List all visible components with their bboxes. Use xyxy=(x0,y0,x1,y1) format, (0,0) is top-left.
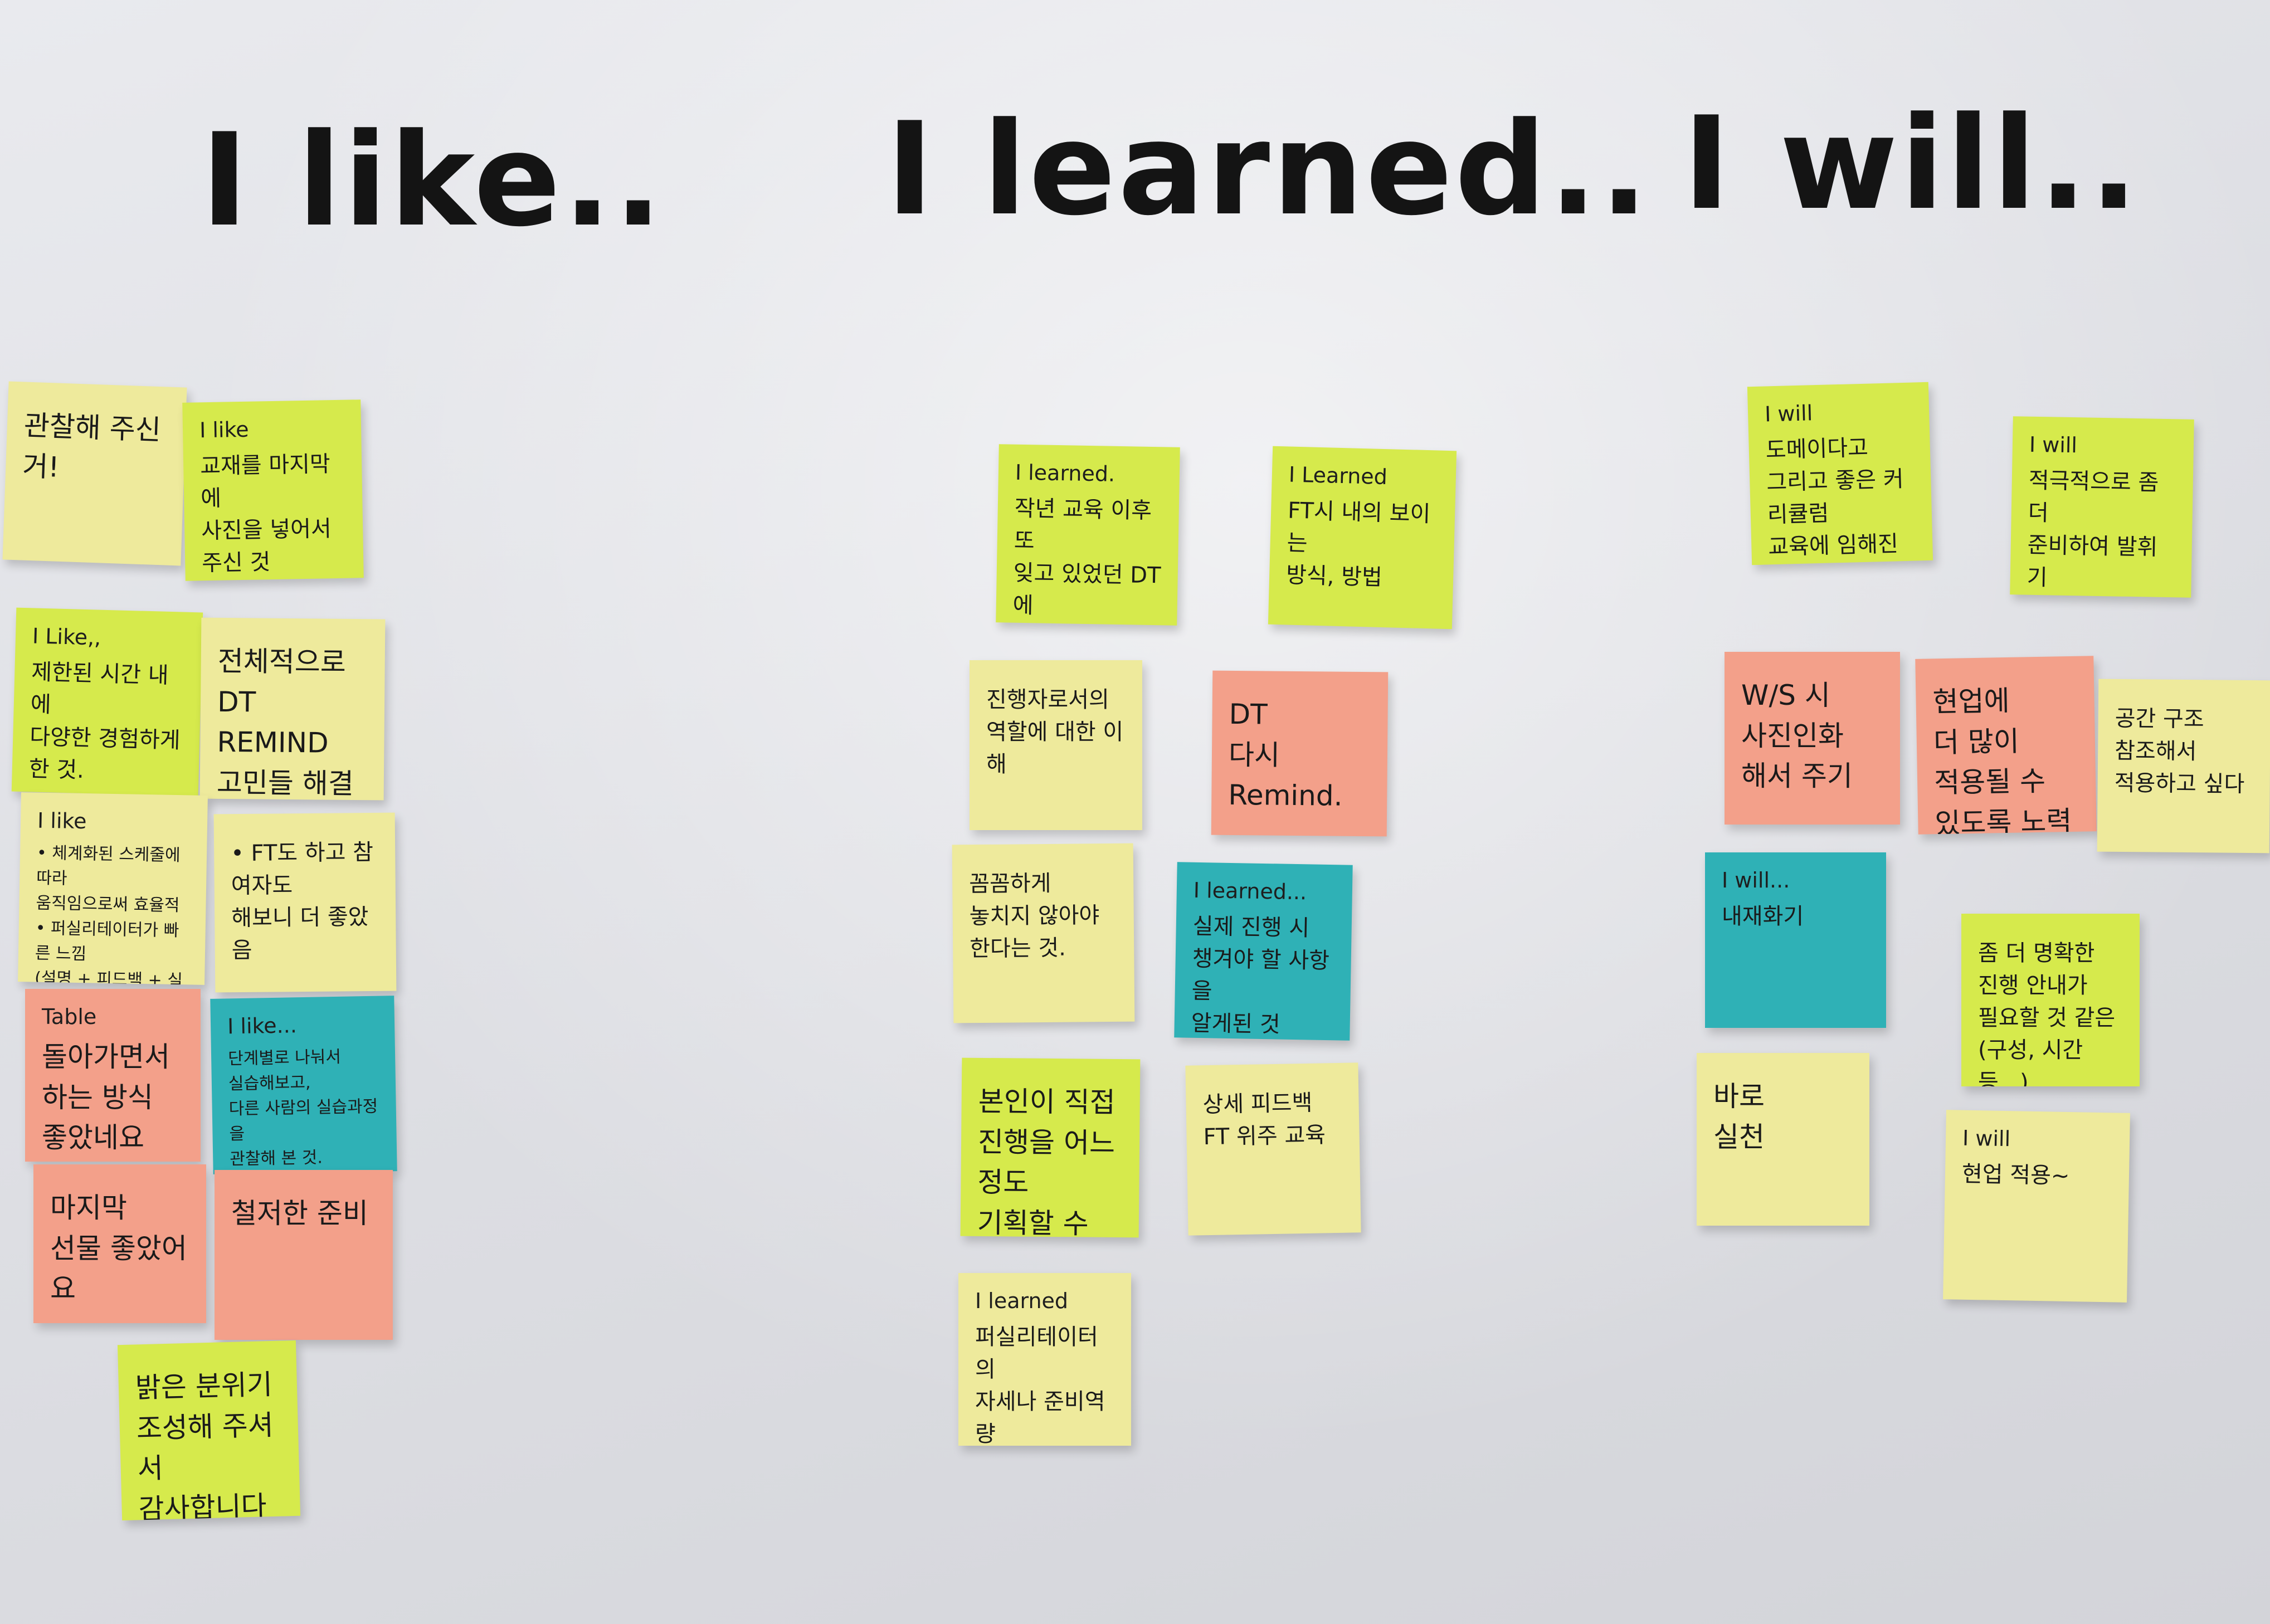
note-text: 퍼실리테이터의 자세나 준비역량 xyxy=(975,1324,1105,1446)
note-title: I will xyxy=(1962,1125,2011,1152)
note-text: 작년 교육 이후 또 잊고 있었던 DT에 대한 생각 xyxy=(1012,495,1161,626)
sticky-note-learned-9: I learned 퍼실리테이터의 자세나 준비역량 xyxy=(958,1273,1131,1446)
note-title xyxy=(135,1357,280,1360)
note-title: I learned xyxy=(975,1289,1069,1313)
sticky-note-will-1: I will 도메이다고 그리고 좋은 커리큘럼 교육에 임해진다는 다짐 xyxy=(1747,382,1933,565)
sticky-note-learned-8: 상세 피드백 FT 위주 교육 xyxy=(1185,1062,1361,1236)
note-text: 좀 더 명확한 진행 안내가 필요할 것 같은 (구성, 시간 등...) xyxy=(1978,940,2116,1086)
sticky-note-like-4: 전체적으로 DT REMIND 고민들 해결 xyxy=(199,617,386,801)
note-text: • 체계화된 스케줄에 따라 움직임으로써 효율적 • 퍼실리테이터가 빠른 느… xyxy=(34,843,183,985)
note-text: • FT도 하고 참여자도 해보니 더 좋았음 xyxy=(231,839,374,964)
note-text: 내재화기 xyxy=(1722,904,1804,929)
sticky-note-like-11: 밝은 분위기 조성해 주셔서 감사합니다~ xyxy=(117,1340,301,1521)
sticky-note-like-9: 마지막 선물 좋았어요 xyxy=(33,1164,206,1323)
note-title xyxy=(969,859,1117,860)
note-text: DT 다시 Remind. xyxy=(1228,698,1343,812)
sticky-note-learned-3: 진행자로서의 역할에 대한 이해 xyxy=(970,660,1142,830)
sticky-note-like-7: Table 돌아가면서 하는 방식 좋았네요 xyxy=(25,989,201,1162)
note-text: 마지막 선물 좋았어요 xyxy=(50,1192,187,1305)
sticky-note-learned-6: I learned... 실제 진행 시 챙겨야 할 사항을 알게된 것 xyxy=(1174,862,1353,1041)
sticky-note-learned-7: 본인이 직접 진행을 어느정도 기획할 수 있다는 것 xyxy=(960,1057,1141,1238)
note-title: I learned... xyxy=(1193,877,1307,905)
note-text: 밝은 분위기 조성해 주셔서 감사합니다~ xyxy=(135,1368,274,1521)
note-title: I will xyxy=(1764,401,1813,427)
note-title xyxy=(1229,686,1371,687)
note-text: 진행자로서의 역할에 대한 이해 xyxy=(986,687,1124,777)
note-title: Table xyxy=(42,1004,97,1029)
heading-i-like: I like.. xyxy=(201,106,665,255)
sticky-note-like-8: I like... 단계별로 나눠서 실습해보고, 다른 사람의 실습과정을 관… xyxy=(210,996,397,1174)
note-text: 꼼꼼하게 놓치지 않아야 한다는 것. xyxy=(969,870,1100,962)
note-title: I Like,, xyxy=(32,623,101,650)
sticky-note-like-3: I Like,, 제한된 시간 내에 다양한 경험하게 한 것. xyxy=(11,607,203,797)
sticky-note-learned-4: DT 다시 Remind. xyxy=(1211,670,1389,837)
note-text: 교재를 마지막에 사진을 넣어서 주신 것 xyxy=(199,451,332,577)
sticky-note-will-4: 현업에 더 많이 적용될 수 있도록 노력 xyxy=(1915,656,2097,835)
note-text: 단계별로 나눠서 실습해보고, 다른 사람의 실습과정을 관찰해 본 것. 이미… xyxy=(227,1047,378,1174)
sticky-note-will-3: W/S 시 사진인화 해서 주기 xyxy=(1725,652,1900,825)
sticky-note-will-8: 바로 실천 xyxy=(1697,1053,1869,1226)
note-title xyxy=(1202,1079,1342,1081)
sticky-note-will-9: I will 현업 적용~ xyxy=(1943,1110,2130,1303)
note-text: 실제 진행 시 챙겨야 할 사항을 알게된 것 xyxy=(1191,913,1330,1038)
note-title xyxy=(978,1074,1123,1075)
note-text: W/S 시 사진인화 해서 주기 xyxy=(1741,679,1853,792)
sticky-note-like-6: • FT도 하고 참여자도 해보니 더 좋았음 xyxy=(213,812,397,993)
sticky-note-learned-2: I Learned FT시 내의 보이는 방식, 방법 xyxy=(1268,446,1457,630)
note-title xyxy=(218,633,368,635)
sticky-note-will-7: 좀 더 명확한 진행 안내가 필요할 것 같은 (구성, 시간 등...) xyxy=(1961,914,2140,1086)
note-text: 제한된 시간 내에 다양한 경험하게 한 것. xyxy=(28,659,181,783)
sticky-note-like-1: 관찰해 주신 거! xyxy=(2,381,187,566)
note-title xyxy=(25,398,170,403)
note-text: FT시 내의 보이는 방식, 방법 xyxy=(1285,498,1431,591)
sticky-note-will-6: I will... 내재화기 xyxy=(1705,852,1886,1028)
note-text: 공간 구조 참조해서 적용하고 싶다 xyxy=(2114,705,2245,797)
sticky-note-like-10: 철저한 준비 xyxy=(215,1170,393,1340)
note-title: I like xyxy=(37,808,87,834)
note-text: 현업 적용~ xyxy=(1961,1161,2070,1189)
note-text: 전체적으로 DT REMIND 고민들 해결 xyxy=(216,645,354,800)
note-text: 돌아가면서 하는 방식 좋았네요 xyxy=(42,1041,170,1154)
note-text: 적극적으로 좀 더 준비하여 발휘기 xyxy=(2027,467,2159,591)
sticky-note-learned-5: 꼼꼼하게 놓치지 않아야 한다는 것. xyxy=(952,843,1135,1023)
sticky-note-learned-1: I learned. 작년 교육 이후 또 잊고 있었던 DT에 대한 생각 xyxy=(996,444,1180,626)
note-title: I will xyxy=(2029,432,2078,458)
note-title: I will... xyxy=(1722,868,1790,893)
sticky-note-like-5: I like • 체계화된 스케줄에 따라 움직임으로써 효율적 • 퍼실리테이… xyxy=(18,792,208,985)
heading-i-learned: I learned.. xyxy=(886,95,1651,244)
note-text: 바로 실천 xyxy=(1713,1080,1765,1153)
heading-i-will: I will.. xyxy=(1683,90,2141,238)
sticky-note-like-2: I like 교재를 마지막에 사진을 넣어서 주신 것 xyxy=(182,399,364,581)
note-title: I like xyxy=(199,417,249,443)
note-text: 철저한 준비 xyxy=(231,1197,368,1230)
note-title xyxy=(2115,695,2254,696)
note-title: I learned. xyxy=(1015,460,1115,486)
note-text: 현업에 더 많이 적용될 수 있도록 노력 xyxy=(1932,684,2072,835)
note-text: 상세 피드백 FT 위주 교육 xyxy=(1202,1090,1326,1150)
note-text: 본인이 직접 진행을 어느정도 기획할 수 있다는 것 xyxy=(977,1085,1115,1238)
note-title xyxy=(231,828,378,830)
sticky-note-will-5: 공간 구조 참조해서 적용하고 싶다 xyxy=(2097,679,2270,854)
note-text: 관찰해 주신 거! xyxy=(22,409,162,484)
note-text: 도메이다고 그리고 좋은 커리큘럼 교육에 임해진다는 다짐 xyxy=(1765,435,1904,560)
note-title: I like... xyxy=(227,1013,298,1039)
sticky-note-will-2: I will 적극적으로 좀 더 준비하여 발휘기 xyxy=(2010,416,2194,598)
note-title xyxy=(1932,672,2077,675)
note-title: I Learned xyxy=(1288,462,1388,490)
